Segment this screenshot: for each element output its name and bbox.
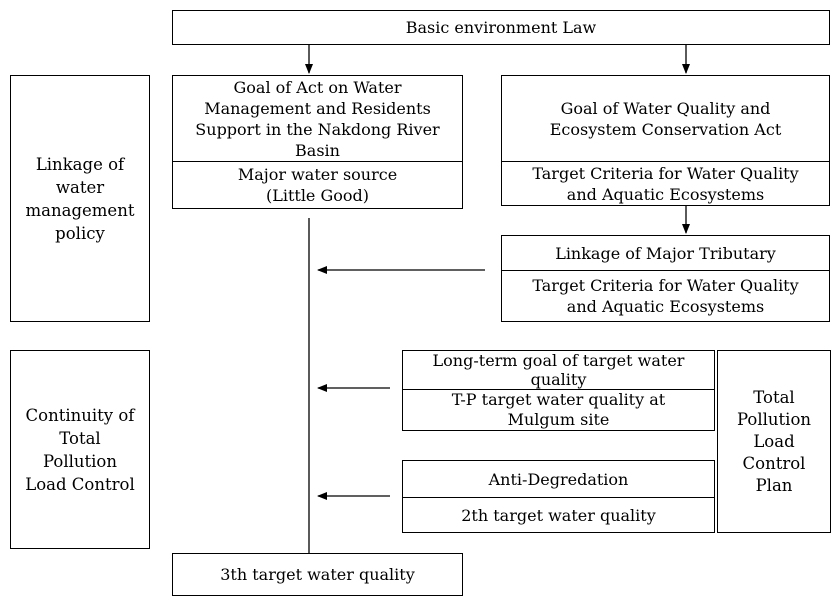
anti-divider [403,497,714,498]
tplc-plan-box: Total Pollution Load Control Plan [717,350,831,533]
continuity-tplc-label: Continuity of Total Pollution Load Contr… [10,350,150,549]
linkage-policy-label: Linkage of water management policy [10,75,150,322]
third-target-water-quality-box: 3th target water quality [172,553,463,596]
ecosystem-divider [502,161,829,162]
anti-degredation-box: Anti-Degredation 2th target water qualit… [402,460,715,533]
longterm-goal-box: Long-term goal of target water quality T… [402,350,715,431]
basic-environment-law-label: Basic environment Law [405,18,597,37]
nakdong-act-goal: Goal of Act on Water Management and Resi… [195,77,440,160]
ecosystem-act-goal: Goal of Water Quality and Ecosystem Cons… [549,98,782,139]
ecosystem-target-criteria: Target Criteria for Water Quality and Aq… [532,163,799,204]
major-tributary-title: Linkage of Major Tributary [555,243,776,263]
third-target-water-quality: 3th target water quality [220,565,415,584]
tp-target-mulgum: T-P target water quality at Mulgum site [451,390,666,429]
major-water-source: Major water source (Little Good) [237,165,398,205]
second-target-water-quality: 2th target water quality [461,505,656,525]
nakdong-act-box: Goal of Act on Water Management and Resi… [172,75,463,209]
longterm-divider [403,389,714,390]
major-tributary-box: Linkage of Major Tributary Target Criter… [501,235,830,322]
longterm-goal-title: Long-term goal of target water quality [432,351,685,389]
tributary-target-criteria: Target Criteria for Water Quality and Aq… [532,276,799,316]
nakdong-divider [173,161,462,162]
ecosystem-act-box: Goal of Water Quality and Ecosystem Cons… [501,75,830,206]
basic-environment-law-box: Basic environment Law [172,10,830,45]
tributary-divider [502,270,829,271]
anti-degredation-title: Anti-Degredation [488,469,629,489]
